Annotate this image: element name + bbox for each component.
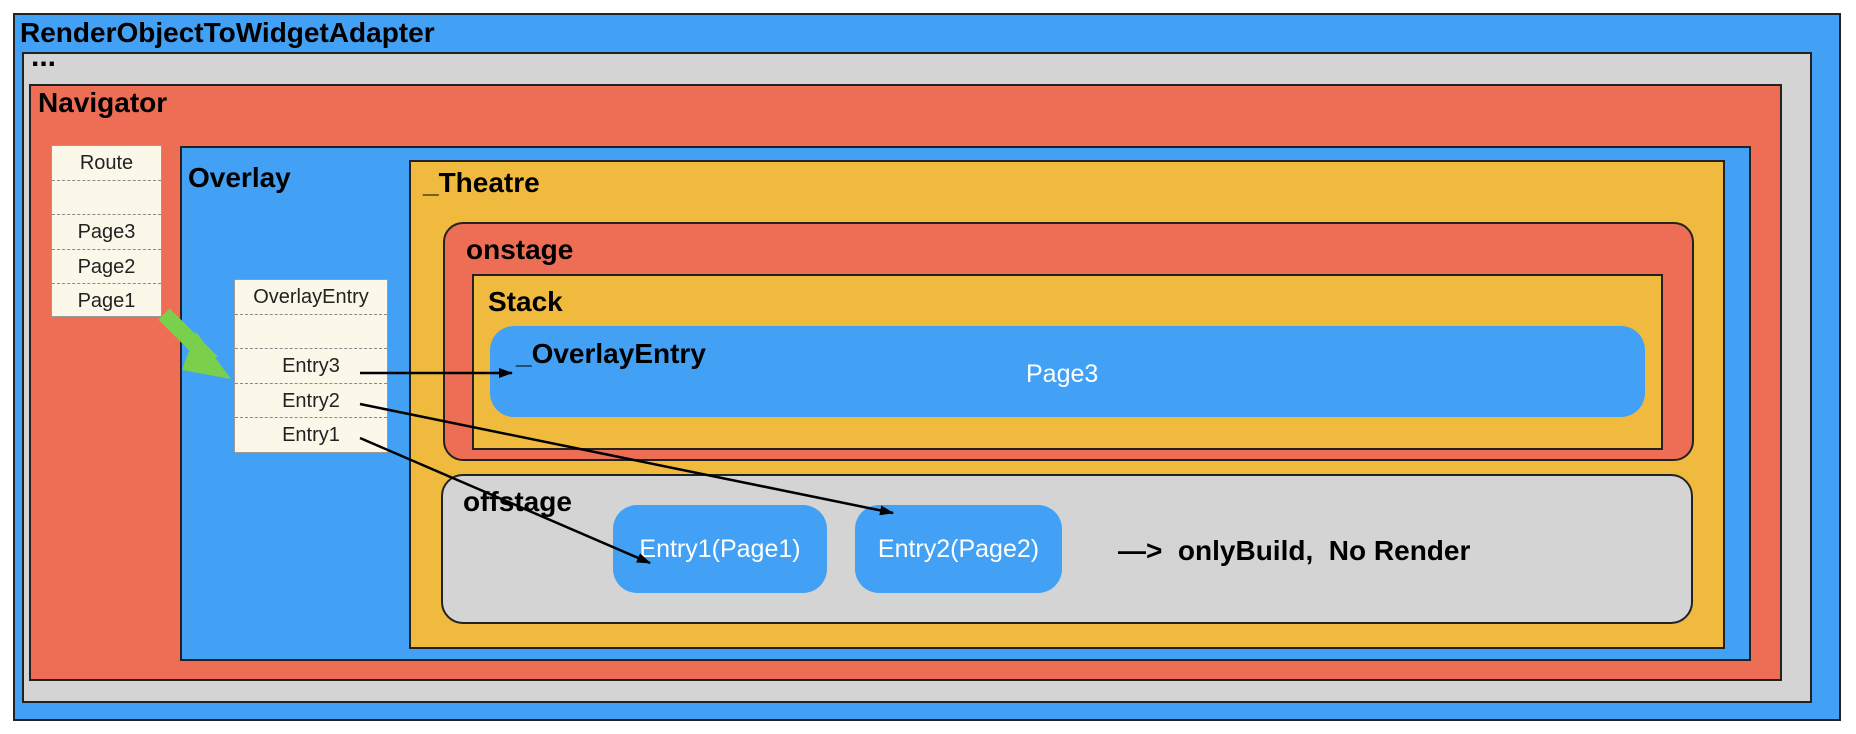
overlay-entry-pill-label: _OverlayEntry bbox=[516, 338, 706, 369]
ellipsis-label: ... bbox=[31, 40, 57, 73]
route-list: Route Page3 Page2 Page1 bbox=[51, 145, 162, 317]
route-list-item: Page1 bbox=[77, 290, 136, 312]
overlay-entry-list-item: Entry3 bbox=[235, 349, 387, 384]
overlay-label: Overlay bbox=[188, 162, 291, 193]
overlay-entry-list-item bbox=[235, 315, 387, 349]
route-list-item: Page3 bbox=[52, 215, 161, 250]
offstage-entry2-pill: Entry2(Page2) bbox=[855, 505, 1062, 593]
overlay-entry-pill bbox=[490, 326, 1645, 417]
overlay-entry-pill-page: Page3 bbox=[1026, 360, 1099, 388]
offstage-entry1-pill: Entry1(Page1) bbox=[613, 505, 827, 593]
navigator-label: Navigator bbox=[38, 87, 168, 118]
theatre-label: _Theatre bbox=[423, 167, 540, 198]
route-list-header: Route bbox=[52, 146, 161, 181]
overlay-entry-list-item: Entry1 bbox=[282, 424, 340, 446]
offstage-label: offstage bbox=[463, 486, 572, 517]
route-list-item: Page2 bbox=[52, 250, 161, 284]
onstage-label: onstage bbox=[466, 234, 574, 265]
overlay-entry-list: OverlayEntry Entry3 Entry2 Entry1 bbox=[234, 279, 388, 453]
render-adapter-label: RenderObjectToWidgetAdapter bbox=[20, 17, 435, 48]
offstage-note: —> onlyBuild, No Render bbox=[1118, 535, 1471, 566]
overlay-entry-list-item: Entry2 bbox=[235, 384, 387, 418]
stack-label: Stack bbox=[488, 286, 563, 317]
overlay-entry-list-header: OverlayEntry bbox=[235, 280, 387, 315]
route-list-item bbox=[52, 181, 161, 215]
